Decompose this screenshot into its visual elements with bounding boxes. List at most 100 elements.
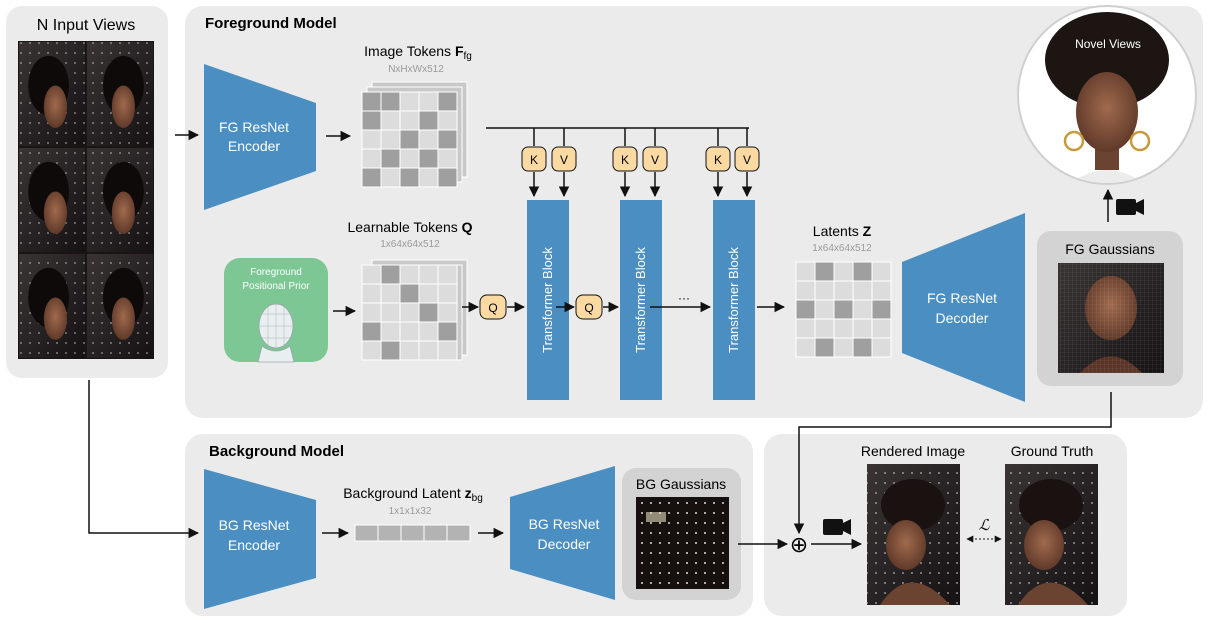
k-token (521, 146, 547, 172)
image-token-cell (399, 91, 420, 112)
input-views-grid (18, 41, 154, 359)
background-latent-cell (354, 524, 379, 542)
fg-resnet-encoder (204, 64, 316, 210)
fg-resnet-decoder (902, 213, 1025, 402)
learnable-token-cell (380, 340, 401, 361)
latent-token-cell (852, 280, 873, 301)
latent-token-cell (795, 318, 816, 339)
learnable-token-cell (380, 321, 401, 342)
latent-token-cell (795, 337, 816, 358)
image-token-cell (399, 148, 420, 169)
latent-token-cell (871, 280, 892, 301)
ground-truth-label: Ground Truth (1011, 443, 1094, 459)
learnable-token-cell (418, 264, 439, 285)
bg-encoder-label-2: Encoder (228, 537, 280, 553)
image-token-cell (399, 167, 420, 188)
transformer-block-label: Transformer Block (540, 247, 555, 353)
image-token-cell (380, 167, 401, 188)
image-token-cell (437, 129, 458, 150)
latent-token-cell (795, 261, 816, 282)
latent-token-cell (852, 261, 873, 282)
latent-token-cell (833, 337, 854, 358)
learnable-token-cell (437, 321, 458, 342)
latent-token-cell (814, 318, 835, 339)
image-token-cell (380, 148, 401, 169)
latent-token-cell (814, 280, 835, 301)
learnable-token-cell (437, 302, 458, 323)
flow-arrows (88, 129, 1114, 550)
learnable-token-cell (380, 302, 401, 323)
latent-token-cell (833, 299, 854, 320)
transformer-block-label: Transformer Block (726, 247, 741, 353)
q-token-second: Q (575, 294, 603, 320)
input-view-face (111, 297, 135, 340)
latent-token-cell (814, 261, 835, 282)
v-token-label: V (560, 153, 568, 167)
novel-views-label: Novel Views (1075, 37, 1141, 51)
bg-gaussians-title: BG Gaussians (636, 476, 726, 492)
learnable-token-cell (399, 264, 420, 285)
k-token (705, 146, 731, 172)
rendered-image-label: Rendered Image (861, 443, 966, 459)
ground-truth-image (1005, 464, 1098, 605)
learnable-token-cell (399, 321, 420, 342)
latent-token-cell (852, 337, 873, 358)
latent-token-cell (871, 261, 892, 282)
learnable-token-cell (399, 340, 420, 361)
image-token-cell (361, 129, 382, 150)
image-token-cell (361, 110, 382, 131)
image-token-cell (437, 110, 458, 131)
learnable-token-cell (361, 264, 382, 285)
background-model-title: Background Model (209, 443, 344, 460)
latent-token-cell (795, 280, 816, 301)
loss-symbol: ℒ (979, 517, 991, 534)
bg-resnet-decoder (510, 466, 615, 600)
k-token-label: K (530, 153, 538, 167)
input-view-face (43, 191, 67, 234)
bg-decoder-label-2: Decoder (538, 536, 591, 552)
image-token-cell (399, 110, 420, 131)
image-token-cell (380, 129, 401, 150)
learnable-token-cell (380, 264, 401, 285)
latent-token-cell (833, 280, 854, 301)
head-mesh-icon (257, 303, 295, 363)
latent-token-cell (871, 337, 892, 358)
image-token-cell (361, 148, 382, 169)
fg-decoder-label-2: Decoder (936, 310, 989, 326)
svg-text:Q: Q (488, 301, 497, 315)
image-token-cell (361, 167, 382, 188)
v-token-label: V (651, 153, 659, 167)
image-token-cell (380, 110, 401, 131)
latents-label: Latents Z (813, 223, 872, 239)
fg-encoder-label-1: FG ResNet (219, 119, 289, 135)
latents-grid (795, 261, 892, 358)
latent-token-cell (833, 318, 854, 339)
learnable-tokens-shape: 1x64x64x512 (380, 239, 440, 250)
learnable-token-cell (361, 283, 382, 304)
image-token-cell (418, 110, 439, 131)
transformer-block (620, 200, 662, 400)
camera-icon (1116, 199, 1144, 215)
background-latent-cell (446, 524, 471, 542)
image-token-cell (380, 91, 401, 112)
learnable-token-cell (418, 283, 439, 304)
transformer-ellipsis: ··· (678, 291, 690, 305)
image-token-cell (361, 91, 382, 112)
v-token (734, 146, 760, 172)
fg-encoder-label-2: Encoder (228, 138, 280, 154)
background-latent-cell (423, 524, 448, 542)
learnable-token-cell (399, 283, 420, 304)
learnable-token-cell (437, 283, 458, 304)
learnable-tokens-stack (361, 259, 468, 361)
learnable-token-cell (361, 302, 382, 323)
learnable-tokens-label: Learnable Tokens Q (347, 219, 472, 235)
latent-token-cell (814, 299, 835, 320)
bg-resnet-encoder (204, 469, 316, 609)
prior-label-2: Positional Prior (242, 281, 310, 292)
transformer-block (713, 200, 755, 400)
background-latent-cell (400, 524, 425, 542)
latent-token-cell (852, 299, 873, 320)
